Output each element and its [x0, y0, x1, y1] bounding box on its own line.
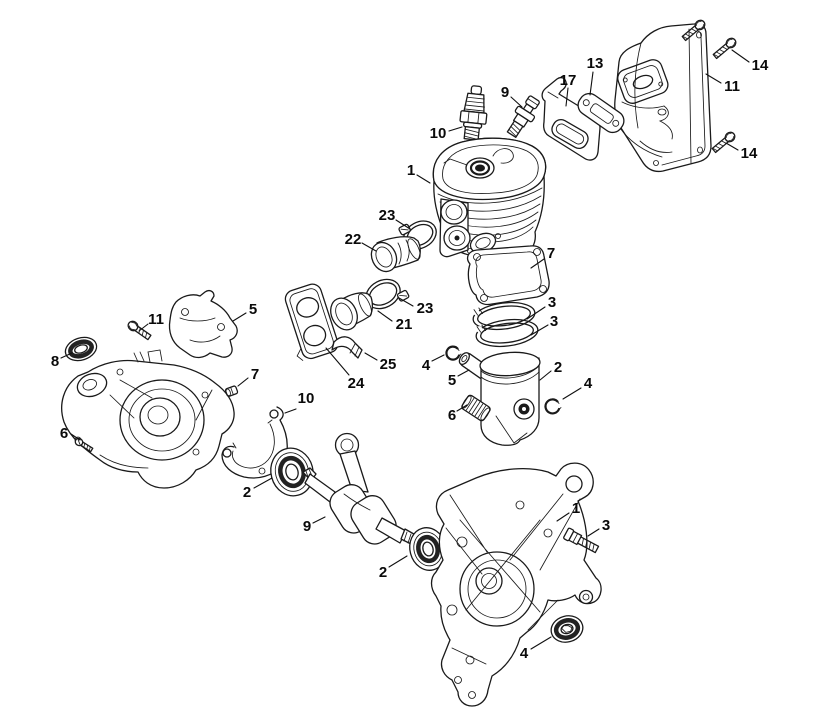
- callout-labels: 13 17 14 11 9 10 14 1 23 22 7 3 23 3 21 …: [51, 55, 769, 662]
- muffler-screw-bottom: [711, 131, 736, 154]
- circlip-left: [445, 345, 462, 361]
- crankshaft-bearing-right: [409, 527, 447, 571]
- callout-muffler: 11: [724, 78, 740, 95]
- piston-ring-upper: [472, 301, 536, 331]
- callout-oil-seal-left: 8: [51, 353, 59, 370]
- muffler-screw-top: [681, 19, 706, 42]
- callout-oil-seal-bottom: 4: [520, 645, 529, 662]
- circlip-right: [544, 398, 562, 415]
- callout-cylinder-gasket: 7: [547, 245, 555, 262]
- needle-bearing: [461, 394, 491, 422]
- callout-cover-bracket: 5: [249, 301, 257, 318]
- crankcase-screw-6: [74, 437, 94, 453]
- callout-crankcase-gasket: 10: [298, 390, 315, 407]
- callout-crankcase-plug: 7: [251, 366, 259, 383]
- leader-lines: [60, 49, 750, 650]
- callout-crankcase-screw-11: 11: [148, 311, 164, 328]
- manifold-boot: [330, 292, 374, 331]
- callout-bearing-left: 2: [243, 484, 251, 501]
- callout-impulse-hose: 25: [380, 356, 397, 373]
- callout-manifold-boot: 21: [396, 316, 413, 333]
- callout-circlip-left: 4: [422, 357, 431, 374]
- callout-exhaust-gasket: 13: [587, 55, 604, 72]
- crankcase-boss: [76, 372, 108, 398]
- callout-manifold-plate: 24: [348, 375, 365, 392]
- callout-circlip-right: 4: [584, 375, 593, 392]
- muffler-screw-middle: [712, 37, 737, 60]
- callout-decompression-valve: 9: [501, 84, 509, 101]
- manifold-plate: [284, 283, 339, 361]
- cylinder-base-gasket: [466, 245, 550, 306]
- spark-plug: [459, 85, 488, 141]
- decompression-valve: [506, 95, 540, 138]
- callout-clamp-lower: 23: [417, 300, 434, 317]
- callout-cylinder: 1: [407, 162, 415, 179]
- muffler: [614, 23, 712, 173]
- crankshaft-bearing-left: [270, 447, 314, 497]
- callout-piston-ring-lower: 3: [550, 313, 558, 330]
- piston: [479, 351, 541, 446]
- spark-plug-hole: [465, 157, 495, 179]
- callout-wrist-pin: 5: [448, 372, 456, 389]
- oil-seal-left: [64, 336, 98, 362]
- callout-clamp-upper: 23: [379, 207, 396, 224]
- callout-engine-housing: 1: [572, 500, 580, 517]
- muffler-outlet-port: [617, 59, 669, 104]
- callout-bearing-right: 2: [379, 564, 387, 581]
- callout-spark-plug: 10: [430, 125, 447, 142]
- callout-muffler-screw-lower: 14: [741, 145, 758, 162]
- crankshaft: [302, 432, 422, 548]
- impulse-hose: [331, 336, 363, 359]
- piston-ring-lower: [475, 318, 539, 348]
- exhaust-gasket: [577, 92, 625, 134]
- callout-crankshaft: 9: [303, 518, 311, 535]
- cylinder: [432, 137, 547, 260]
- exhaust-flange: [439, 198, 471, 258]
- oil-seal-bottom: [550, 615, 584, 643]
- cover-bracket: [168, 289, 238, 359]
- callout-collar-stud: 3: [602, 517, 610, 534]
- intake-sleeve: [370, 236, 421, 273]
- crankcase-left-half: [61, 349, 235, 489]
- callout-piston: 2: [554, 359, 562, 376]
- callout-muffler-screw-upper: 14: [752, 57, 769, 74]
- crankcase-gasket: [221, 406, 288, 479]
- callout-crankcase-screw-6: 6: [60, 425, 68, 442]
- callout-piston-ring-upper: 3: [548, 294, 556, 311]
- callout-needle-bearing: 6: [448, 407, 456, 424]
- engine-housing: [430, 462, 602, 707]
- callout-intake-sleeve: 22: [345, 231, 362, 248]
- crankcase-plug: [224, 385, 239, 397]
- callout-heat-shield: 17: [560, 72, 577, 89]
- collar-stud: [563, 527, 600, 554]
